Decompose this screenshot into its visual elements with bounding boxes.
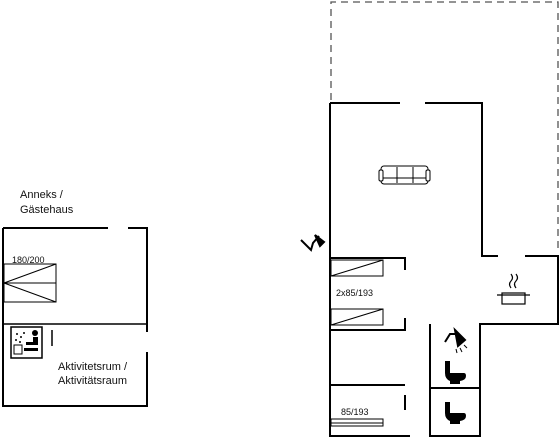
terrace-outline [330, 1, 559, 252]
shower-icon [444, 327, 468, 354]
wall-left [329, 103, 410, 437]
single-bed-icon [330, 418, 384, 427]
activity-room-label-line2: Aktivitätsraum [58, 375, 128, 387]
wall-bedroom-divider [330, 318, 406, 331]
bed-icon [3, 263, 57, 303]
sofa-icon [378, 165, 431, 185]
cooking-pot-icon [497, 273, 530, 305]
annex-door-gap [145, 332, 149, 352]
shower-icon-outside [300, 234, 326, 252]
sauna-icon [10, 326, 43, 359]
activity-room-label-line1: Aktivitetsrum / [58, 361, 128, 373]
toilet-icon-lower [445, 402, 466, 424]
wall-top-right [425, 102, 498, 257]
bunk-bed-icon [330, 259, 384, 326]
annex-wall-top-right [2, 227, 148, 407]
annex-title-line1: Anneks / [20, 189, 63, 201]
single-bed-label: 85/193 [341, 407, 369, 417]
toilet-icon [445, 361, 466, 384]
bunk-bed-label: 2x85/193 [336, 288, 374, 298]
annex-title-line2: Gästehaus [20, 204, 74, 216]
annex-building [2, 227, 148, 407]
annex-bed-label: 180/200 [12, 255, 45, 265]
main-house-walls [329, 102, 559, 437]
wall-living-divider [330, 257, 406, 270]
